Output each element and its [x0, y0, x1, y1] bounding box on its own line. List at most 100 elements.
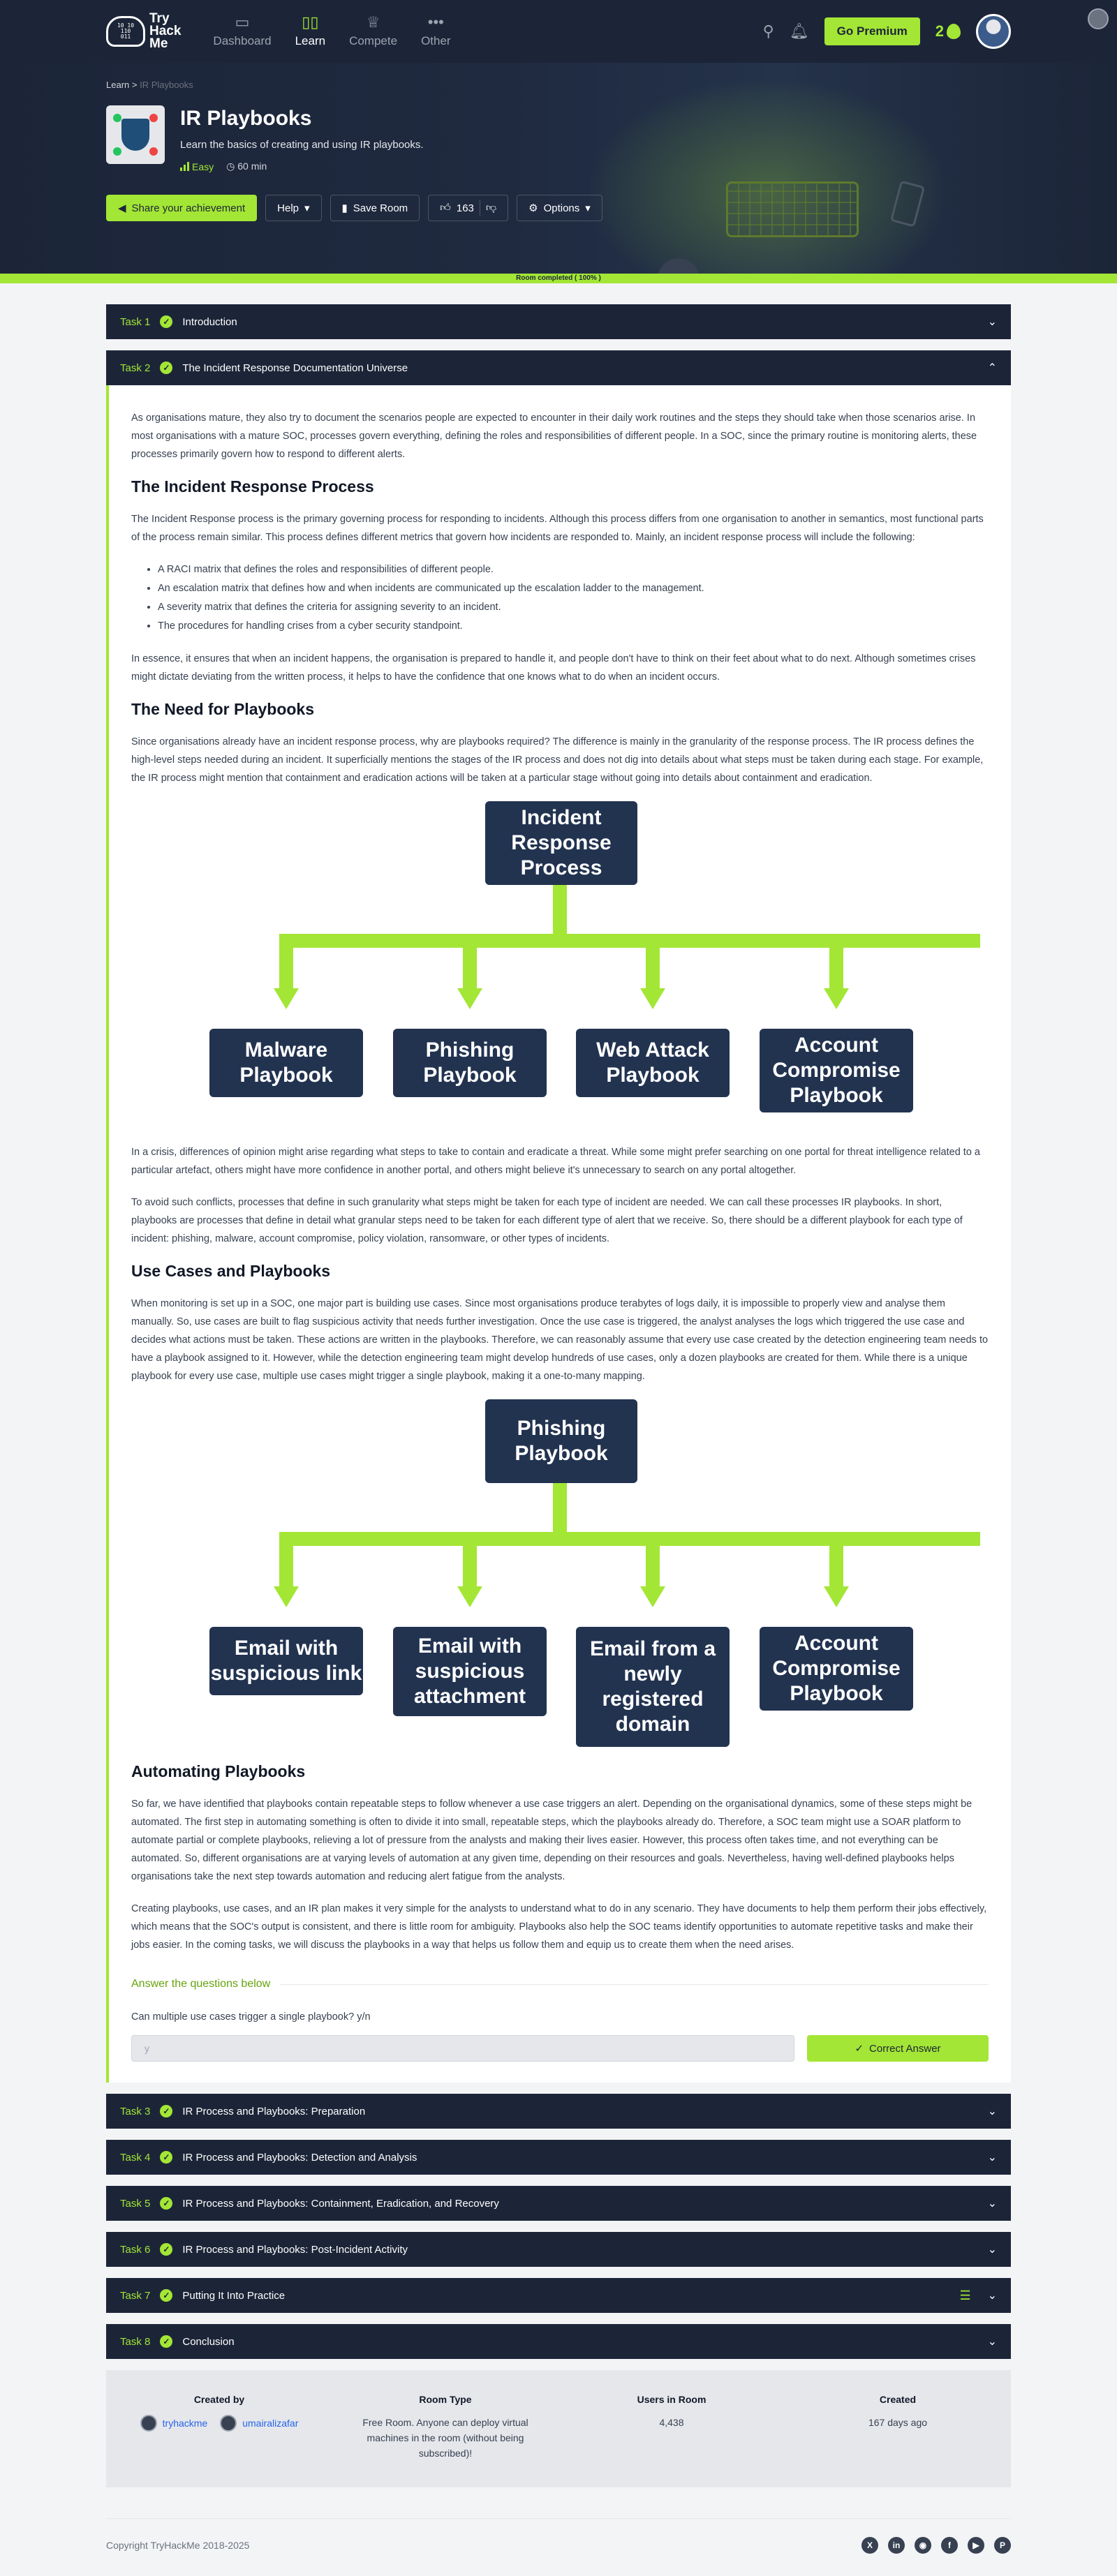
chevron-down-icon: ⌄	[987, 2290, 997, 2302]
share-achievement-button[interactable]: ◀Share your achievement	[106, 195, 258, 221]
diagram-child-box: Account Compromise Playbook	[760, 1029, 913, 1112]
copyright: Copyright TryHackMe 2018-2025	[106, 2540, 250, 2551]
diagram-root-box: Phishing Playbook	[485, 1399, 637, 1483]
nav-compete[interactable]: ♕Compete	[349, 13, 398, 48]
options-button[interactable]: ⚙Options▾	[517, 195, 602, 221]
task-7-header[interactable]: Task 7✓Putting It Into Practice☰⌄	[106, 2278, 1011, 2313]
chevron-down-icon: ⌄	[987, 2244, 997, 2256]
task-3-header[interactable]: Task 3✓IR Process and Playbooks: Prepara…	[106, 2094, 1011, 2129]
task-2-content: As organisations mature, they also try t…	[106, 385, 1011, 2083]
room-hero: Learn > IR Playbooks IR Playbooks Learn …	[0, 63, 1117, 274]
chevron-down-icon: ⌄	[987, 316, 997, 328]
task-8-header[interactable]: Task 8✓Conclusion⌄	[106, 2324, 1011, 2359]
task-6-header[interactable]: Task 6✓IR Process and Playbooks: Post-In…	[106, 2232, 1011, 2267]
task-5-header[interactable]: Task 5✓IR Process and Playbooks: Contain…	[106, 2186, 1011, 2221]
caret-down-icon: ▾	[585, 202, 591, 214]
heading-use-cases: Use Cases and Playbooks	[131, 1262, 331, 1280]
difficulty-badge: Easy	[180, 161, 214, 172]
task-2-header[interactable]: Task 2✓The Incident Response Documentati…	[106, 350, 1011, 385]
pinterest-icon[interactable]: P	[994, 2537, 1011, 2554]
shield-icon	[121, 119, 149, 151]
breadcrumb-learn[interactable]: Learn	[106, 80, 130, 90]
search-icon[interactable]: ⚲	[762, 22, 774, 40]
diagram-child-box: Web Attack Playbook	[576, 1029, 730, 1097]
like-count: 163	[456, 202, 474, 214]
diagram-child-box: Phishing Playbook	[393, 1029, 547, 1097]
breadcrumb-current: IR Playbooks	[140, 80, 193, 90]
bookmark-icon: ▮	[341, 202, 348, 214]
trophy-icon: ♕	[366, 13, 380, 31]
x-icon[interactable]: X	[861, 2537, 878, 2554]
ir-process-list: A RACI matrix that defines the roles and…	[158, 560, 989, 636]
arrow-icon	[640, 1586, 665, 1607]
save-room-button[interactable]: ▮Save Room	[330, 195, 420, 221]
linkedin-icon[interactable]: in	[888, 2537, 905, 2554]
nav-dashboard[interactable]: ▭Dashboard	[213, 13, 272, 48]
discord-icon[interactable]: ◉	[915, 2537, 931, 2554]
heading-incident-response-process: The Incident Response Process	[131, 477, 374, 496]
room-info-panel: Created by tryhackme umairalizafar Room …	[106, 2370, 1011, 2487]
created-date: 167 days ago	[868, 2417, 928, 2428]
check-icon: ✓	[160, 315, 173, 328]
room-progress-bar: Room completed ( 100% )	[0, 274, 1117, 283]
arrow-icon	[824, 988, 849, 1009]
go-premium-button[interactable]: Go Premium	[824, 17, 920, 45]
creator-link[interactable]: umairalizafar	[220, 2415, 298, 2432]
check-icon: ✓	[855, 2043, 864, 2055]
answer-input[interactable]: y	[131, 2035, 794, 2062]
clock-icon: ◷	[226, 161, 235, 172]
task-4-header[interactable]: Task 4✓IR Process and Playbooks: Detecti…	[106, 2140, 1011, 2175]
user-avatar[interactable]	[976, 14, 1011, 49]
flame-icon	[947, 24, 961, 39]
learn-icon: ▯▯	[302, 13, 319, 31]
chevron-down-icon: ⌄	[987, 2106, 997, 2117]
list-item: The procedures for handling crises from …	[158, 617, 989, 636]
answer-section-heading: Answer the questions below	[131, 1978, 989, 1990]
correct-answer-button[interactable]: ✓Correct Answer	[807, 2035, 989, 2062]
hero-keyboard-illustration	[726, 181, 859, 237]
arrow-icon	[457, 1586, 482, 1607]
avatar	[220, 2415, 237, 2432]
question-text: Can multiple use cases trigger a single …	[131, 2011, 371, 2023]
streak-counter[interactable]: 2	[935, 22, 961, 40]
arrow-icon	[640, 988, 665, 1009]
extension-circle[interactable]	[1088, 8, 1109, 29]
check-icon: ✓	[160, 2197, 173, 2210]
youtube-icon[interactable]: ▶	[968, 2537, 984, 2554]
chevron-down-icon: ⌄	[987, 2198, 997, 2210]
hero-mouse-illustration	[658, 258, 700, 274]
thumbs-up-icon[interactable]: 👍︎	[440, 202, 451, 214]
room-subtitle: Learn the basics of creating and using I…	[180, 139, 424, 151]
task-1-header[interactable]: Task 1✓Introduction⌄	[106, 304, 1011, 339]
check-icon: ✓	[160, 362, 173, 374]
nav-other[interactable]: •••Other	[421, 13, 451, 48]
nav-learn[interactable]: ▯▯Learn	[295, 13, 326, 48]
vote-group: 👍︎ 163 👎︎	[428, 195, 509, 221]
check-icon: ✓	[160, 2243, 173, 2256]
diagram-child-box: Email with suspicious link	[209, 1627, 363, 1695]
duration: ◷ 60 min	[226, 161, 267, 172]
bell-icon[interactable]: 🔔︎	[789, 22, 809, 40]
avatar	[140, 2415, 157, 2432]
creator-link[interactable]: tryhackme	[140, 2415, 207, 2432]
check-icon: ✓	[160, 2105, 173, 2117]
heading-need-for-playbooks: The Need for Playbooks	[131, 700, 315, 718]
caret-down-icon: ▾	[304, 202, 310, 214]
ir-process-diagram: Incident Response Process Malware Playbo…	[131, 801, 989, 1129]
chevron-down-icon: ⌄	[987, 2336, 997, 2348]
chevron-up-icon: ⌃	[987, 362, 997, 374]
share-icon: ◀	[118, 202, 126, 214]
help-button[interactable]: Help▾	[265, 195, 322, 221]
facebook-icon[interactable]: f	[941, 2537, 958, 2554]
list-item: A severity matrix that defines the crite…	[158, 598, 989, 617]
server-icon: ☰	[959, 2288, 971, 2302]
gear-icon: ⚙	[528, 202, 538, 214]
nav-links: ▭Dashboard ▯▯Learn ♕Compete •••Other	[213, 15, 450, 48]
thumbs-down-icon[interactable]: 👎︎	[485, 202, 497, 214]
diagram-child-box: Account Compromise Playbook	[760, 1627, 913, 1711]
difficulty-bars-icon	[180, 162, 189, 171]
room-title: IR Playbooks	[180, 107, 312, 130]
tasks-container: Task 1✓Introduction⌄ Task 2✓The Incident…	[106, 304, 1011, 2576]
